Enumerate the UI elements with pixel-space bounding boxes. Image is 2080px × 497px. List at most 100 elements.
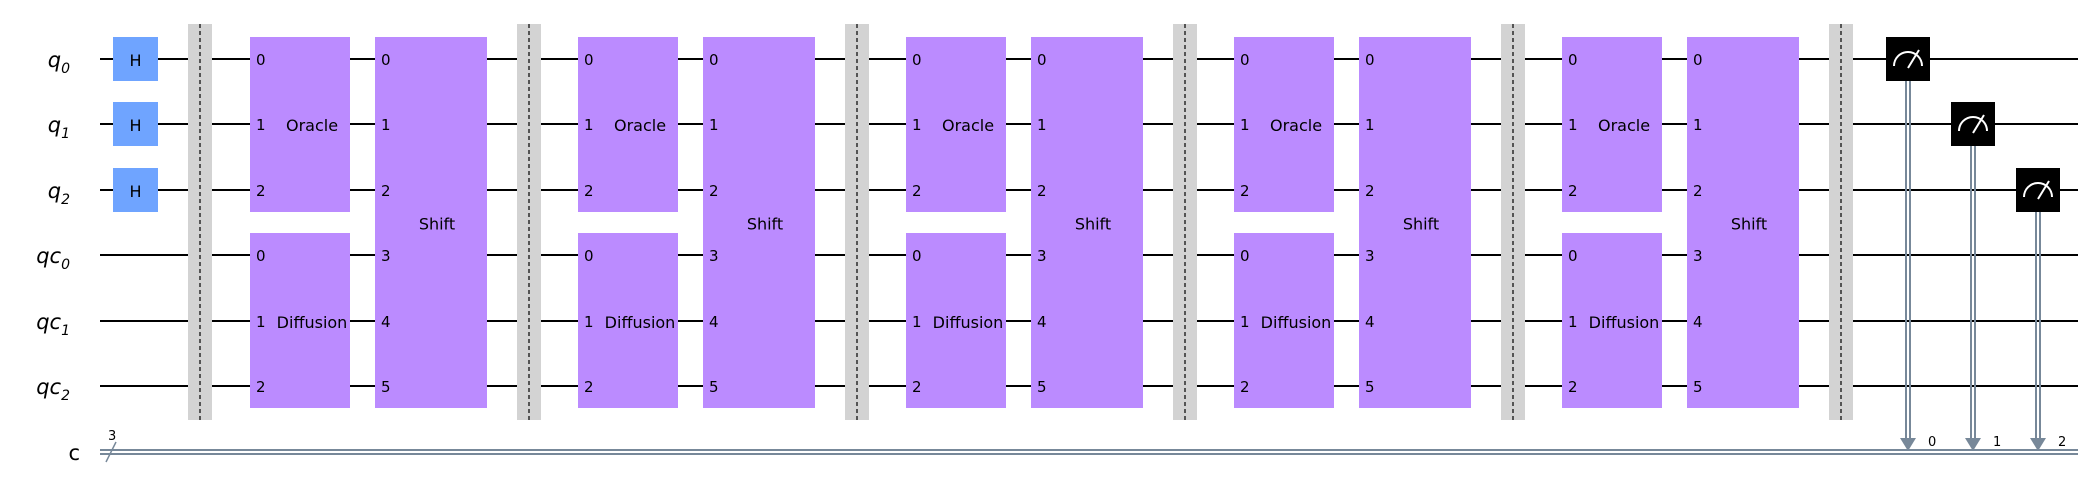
oracle-gate-label: Oracle (1270, 116, 1322, 135)
oracle-pin-label: 0 (256, 51, 266, 69)
shift-gate (375, 37, 487, 408)
diffusion-pin-label: 0 (1568, 247, 1578, 265)
measure-bit-label: 0 (1928, 435, 1936, 450)
diffusion-gate-label: Diffusion (605, 313, 676, 332)
diffusion-gate-label: Diffusion (277, 313, 348, 332)
oracle-pin-label: 1 (256, 116, 266, 134)
shift-pin-label: 5 (1693, 378, 1703, 396)
oracle-pin-label: 0 (584, 51, 594, 69)
shift-gate-label: Shift (419, 215, 455, 234)
qubit-label-q0: q0 (48, 48, 70, 77)
diffusion-gate (1234, 233, 1334, 408)
shift-pin-label: 5 (1037, 378, 1047, 396)
oracle-pin-label: 0 (912, 51, 922, 69)
oracle-gate-label: Oracle (942, 116, 994, 135)
measure-arrow-icon (1965, 438, 1981, 451)
shift-gate-label: Shift (1731, 215, 1767, 234)
shift-pin-label: 3 (381, 247, 391, 265)
shift-gate (1359, 37, 1471, 408)
diffusion-pin-label: 2 (912, 378, 922, 396)
shift-pin-label: 0 (1693, 51, 1703, 69)
oracle-gate (578, 37, 678, 212)
shift-gate (1687, 37, 1799, 408)
hadamard-gate-label: H (129, 182, 141, 201)
diffusion-gate (906, 233, 1006, 408)
shift-pin-label: 3 (1693, 247, 1703, 265)
measure-bit-label: 2 (2058, 435, 2066, 450)
hadamard-gate-q1 (113, 102, 158, 146)
diffusion-gate-label: Diffusion (933, 313, 1004, 332)
shift-pin-label: 1 (1693, 116, 1703, 134)
shift-pin-label: 2 (709, 182, 719, 200)
classical-width-slash (105, 441, 117, 463)
oracle-pin-label: 1 (1240, 116, 1250, 134)
shift-pin-label: 0 (381, 51, 391, 69)
diffusion-pin-label: 0 (584, 247, 594, 265)
diffusion-pin-label: 2 (1568, 378, 1578, 396)
meter-arc-icon (1958, 116, 1988, 132)
diffusion-pin-label: 1 (1240, 313, 1250, 331)
shift-pin-label: 3 (709, 247, 719, 265)
diffusion-pin-label: 1 (584, 313, 594, 331)
oracle-gate-label: Oracle (286, 116, 338, 135)
shift-pin-label: 1 (1037, 116, 1047, 134)
shift-gate-label: Shift (747, 215, 783, 234)
diffusion-pin-label: 0 (256, 247, 266, 265)
shift-pin-label: 3 (1365, 247, 1375, 265)
diffusion-pin-label: 0 (1240, 247, 1250, 265)
diffusion-pin-label: 1 (1568, 313, 1578, 331)
diffusion-pin-label: 2 (584, 378, 594, 396)
oracle-gate-label: Oracle (1598, 116, 1650, 135)
shift-pin-label: 2 (1365, 182, 1375, 200)
meter-arc-icon (1893, 51, 1923, 67)
oracle-pin-label: 1 (1568, 116, 1578, 134)
diffusion-gate-label: Diffusion (1589, 313, 1660, 332)
measure-bit-label: 1 (1993, 435, 2001, 450)
qubit-label-qc2: qc2 (36, 375, 70, 404)
diffusion-pin-label: 0 (912, 247, 922, 265)
shift-pin-label: 0 (1037, 51, 1047, 69)
oracle-pin-label: 1 (584, 116, 594, 134)
diffusion-pin-label: 1 (912, 313, 922, 331)
oracle-pin-label: 2 (1568, 182, 1578, 200)
qubit-label-qc1: qc1 (36, 310, 70, 339)
shift-pin-label: 4 (709, 313, 719, 331)
shift-pin-label: 1 (381, 116, 391, 134)
shift-pin-label: 2 (1693, 182, 1703, 200)
shift-pin-label: 4 (1037, 313, 1047, 331)
shift-pin-label: 3 (1037, 247, 1047, 265)
oracle-gate-label: Oracle (614, 116, 666, 135)
measure-gate-q1 (1951, 102, 1995, 146)
meter-needle-icon (1972, 114, 1985, 134)
oracle-gate (250, 37, 350, 212)
shift-pin-label: 1 (1365, 116, 1375, 134)
diffusion-gate-label: Diffusion (1261, 313, 1332, 332)
shift-gate-label: Shift (1075, 215, 1111, 234)
qubit-label-qc0: qc0 (36, 244, 70, 273)
shift-gate (1031, 37, 1143, 408)
shift-pin-label: 1 (709, 116, 719, 134)
oracle-gate (906, 37, 1006, 212)
diffusion-pin-label: 2 (256, 378, 266, 396)
oracle-pin-label: 1 (912, 116, 922, 134)
diffusion-gate (250, 233, 350, 408)
shift-pin-label: 4 (381, 313, 391, 331)
classical-register-label: c (68, 441, 80, 465)
oracle-gate (1562, 37, 1662, 212)
hadamard-gate-q0 (113, 37, 158, 81)
shift-pin-label: 4 (1365, 313, 1375, 331)
meter-needle-icon (1907, 49, 1920, 69)
diffusion-pin-label: 1 (256, 313, 266, 331)
shift-pin-label: 5 (381, 378, 391, 396)
measure-arrow-icon (2030, 438, 2046, 451)
diffusion-pin-label: 2 (1240, 378, 1250, 396)
oracle-pin-label: 0 (1568, 51, 1578, 69)
shift-pin-label: 4 (1693, 313, 1703, 331)
qubit-label-q2: q2 (48, 179, 70, 208)
classical-width-label: 3 (108, 429, 116, 444)
hadamard-gate-q2 (113, 168, 158, 212)
shift-pin-label: 5 (709, 378, 719, 396)
hadamard-gate-label: H (129, 116, 141, 135)
shift-pin-label: 5 (1365, 378, 1375, 396)
